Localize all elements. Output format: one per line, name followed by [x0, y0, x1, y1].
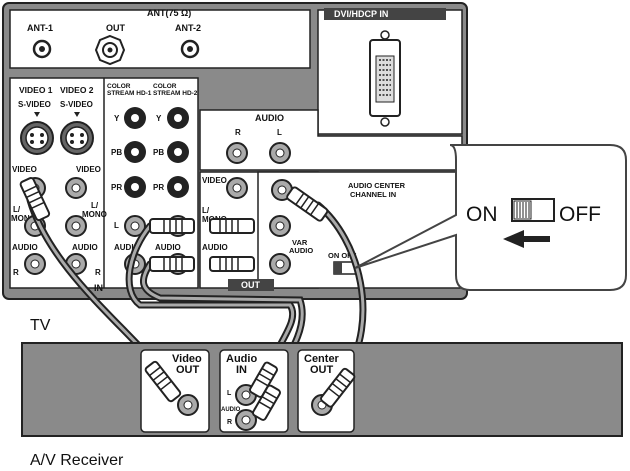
audio-section-label: AUDIO — [255, 113, 284, 123]
svideo2-jack[interactable] — [60, 121, 94, 155]
receiver-audio-r-jack[interactable] — [235, 409, 257, 431]
rca-plug-center-receiver — [320, 367, 356, 408]
receiver-l-label: L — [227, 390, 232, 397]
receiver-video-out-jack[interactable] — [177, 394, 199, 416]
audio-label-2: AUDIO — [72, 243, 98, 252]
on-off-small-label: ON OFF — [328, 251, 357, 260]
video-out-jack[interactable] — [226, 177, 248, 199]
in-label: IN — [94, 283, 103, 293]
ant1-label: ANT-1 — [27, 23, 53, 33]
audio-l-label: L — [277, 128, 282, 137]
rca-plug-audio-r-receiver — [252, 384, 281, 421]
callout-switch[interactable] — [511, 198, 555, 222]
receiver-r-label: R — [227, 419, 232, 426]
left-arrow-icon — [503, 230, 550, 248]
rca-plug-audio-r-tv — [149, 256, 195, 272]
lmono-label-1: L/MONO — [11, 205, 36, 223]
video-label-2: VIDEO — [76, 165, 101, 174]
pb-label-2: PB — [153, 148, 164, 157]
svideo-label-2: S-VIDEO — [60, 100, 93, 109]
rca-plug-center-tv — [286, 186, 329, 222]
ant1-jack[interactable] — [32, 39, 52, 59]
out-label: OUT — [241, 280, 261, 290]
rca-plug-video-tv — [19, 177, 51, 222]
y-label-1: Y — [114, 114, 120, 123]
callout-off-label: OFF — [559, 203, 601, 226]
rca-plug-audio-l-receiver — [249, 361, 278, 398]
ant2-label: ANT-2 — [175, 23, 201, 33]
ant-header: ANT(75 Ω) — [147, 8, 191, 18]
rca-plug-var-r — [209, 256, 255, 272]
video1-label: VIDEO 1 — [19, 85, 53, 95]
cs1-audio-l-jack[interactable] — [124, 215, 146, 237]
receiver-audio-label: AUDIO — [221, 407, 241, 413]
cs2-y-jack[interactable] — [167, 107, 189, 129]
ant-out-jack[interactable] — [94, 34, 126, 66]
audio-out-label: AUDIO — [202, 243, 228, 252]
video-out-label: VIDEO — [202, 176, 227, 185]
var-audio-r-jack[interactable] — [269, 253, 291, 275]
l-label-cs: L — [114, 221, 119, 230]
rca-plug-video-receiver — [144, 360, 182, 403]
svideo1-jack[interactable] — [20, 121, 54, 155]
r-label-1: R — [13, 268, 19, 277]
audio-label-1: AUDIO — [12, 243, 38, 252]
cs2-pr-jack[interactable] — [167, 176, 189, 198]
rca-plug-audio-l-tv — [149, 218, 195, 234]
pr-label-1: PR — [111, 183, 122, 192]
ant2-jack[interactable] — [180, 39, 200, 59]
av-receiver-label: A/V Receiver — [30, 452, 124, 469]
audio-in-r-jack[interactable] — [226, 142, 248, 164]
switch-callout — [354, 144, 627, 291]
r-label-2: R — [95, 268, 101, 277]
callout-on-label: ON — [466, 203, 498, 226]
audio-in-l-jack[interactable] — [269, 142, 291, 164]
dvi-connector[interactable] — [369, 30, 401, 127]
pr-label-2: PR — [153, 183, 164, 192]
lmono-label-2: L/MONO — [82, 201, 107, 219]
y-label-2: Y — [156, 114, 162, 123]
audio-label-cs: AUDIO — [114, 243, 140, 252]
video2-audio-l-jack[interactable] — [65, 215, 87, 237]
video1-audio-r-jack[interactable] — [24, 253, 46, 275]
pb-label-1: PB — [111, 148, 122, 157]
cs2-pb-jack[interactable] — [167, 141, 189, 163]
dvi-header: DVI/HDCP IN — [334, 9, 388, 19]
audio-section — [199, 109, 463, 171]
rca-plug-var-l — [209, 218, 255, 234]
ant-out-label: OUT — [106, 23, 126, 33]
video-label-1: VIDEO — [12, 165, 37, 174]
audio-label-cs2: AUDIO — [155, 243, 181, 252]
cs1-y-jack[interactable] — [124, 107, 146, 129]
video2-composite-jack[interactable] — [65, 177, 87, 199]
svideo-label-1: S-VIDEO — [18, 100, 51, 109]
video2-label: VIDEO 2 — [60, 85, 94, 95]
cs1-pr-jack[interactable] — [124, 176, 146, 198]
antenna-section — [9, 9, 311, 69]
tv-label: TV — [30, 317, 51, 334]
audio-r-label: R — [235, 128, 241, 137]
var-audio-l-jack[interactable] — [269, 215, 291, 237]
cs1-pb-jack[interactable] — [124, 141, 146, 163]
